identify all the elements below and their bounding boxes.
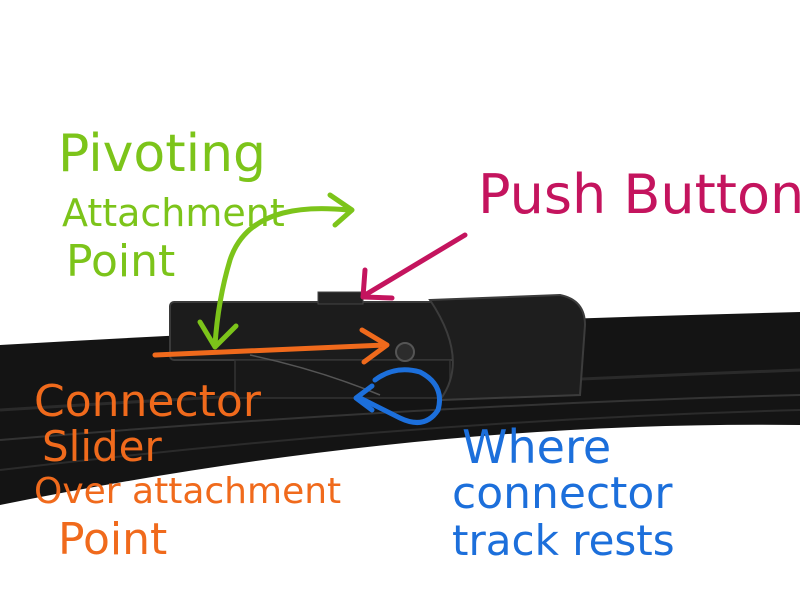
track-label-line-3: track rests <box>452 516 675 565</box>
push-button <box>317 291 364 305</box>
slider-label-line-2: Slider <box>42 422 162 471</box>
push-button-label: Push Button <box>478 163 800 226</box>
pivoting-label-line-2: Attachment <box>62 191 285 235</box>
pivoting-label-line-3: Point <box>66 236 176 287</box>
pivoting-arrowhead <box>197 192 355 350</box>
slider-label-line-3: Over attachment <box>34 471 342 512</box>
slider-arrow <box>152 327 390 365</box>
track-label-line-1: Where <box>462 420 612 474</box>
end-cap <box>428 293 587 402</box>
slider-label-line-1: Connector <box>34 376 261 427</box>
push-button-arrow <box>360 232 468 301</box>
slider-label-line-4: Point <box>58 514 168 565</box>
pivoting-arrow <box>212 206 351 348</box>
rubber-groove <box>0 394 800 441</box>
rubber-groove-2 <box>0 409 800 471</box>
pivoting-label-line-1: Pivoting <box>58 124 267 184</box>
track-circle <box>357 367 442 425</box>
track-label-line-2: connector <box>452 468 673 519</box>
track-arrowhead <box>353 383 375 413</box>
connector-lower <box>234 359 451 399</box>
rivet <box>395 342 415 362</box>
